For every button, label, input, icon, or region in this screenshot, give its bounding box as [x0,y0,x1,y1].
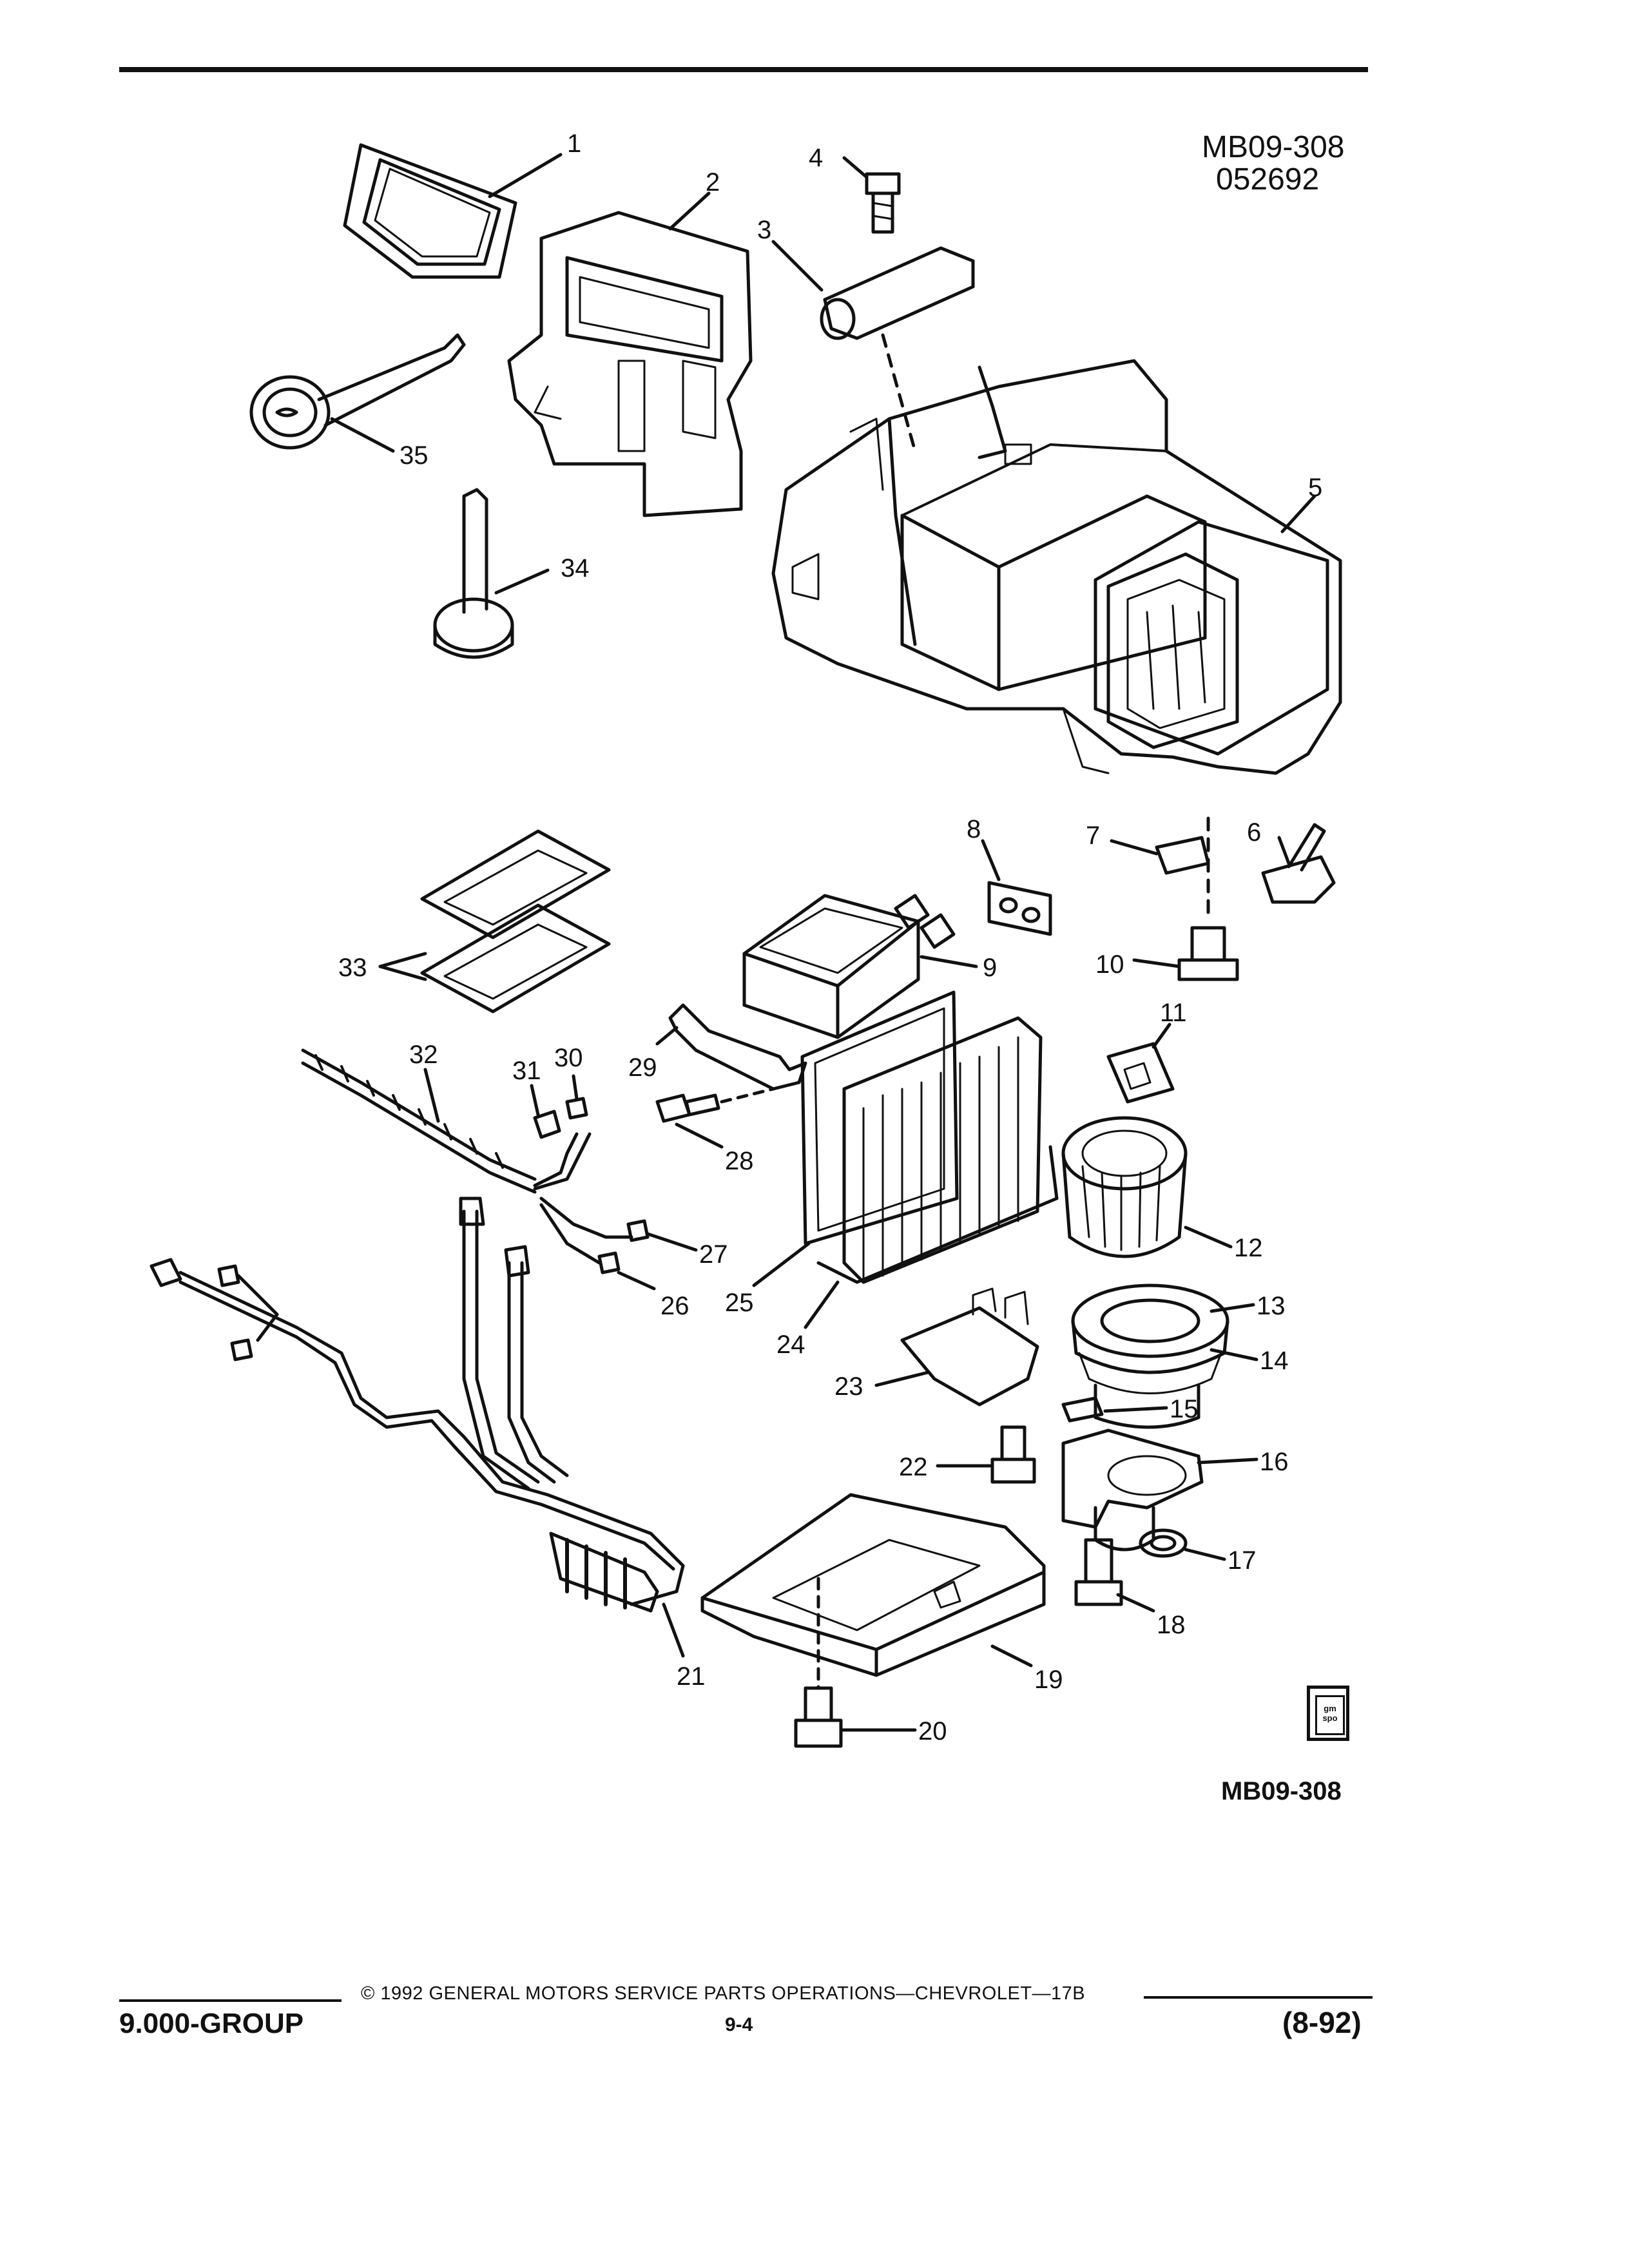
part-6-switch [1261,823,1336,904]
top-rule [119,67,1368,72]
part-23-bracket [874,1287,1039,1407]
part-21-vacuum-harness [149,1196,685,1658]
callout-25: 25 [725,1289,754,1317]
part-15-clip [1061,1396,1168,1423]
reference-code: MB09-308 [1202,130,1345,164]
part-35-actuator [249,333,466,453]
callout-16: 16 [1260,1448,1289,1476]
callout-18: 18 [1157,1611,1186,1639]
part-8-gasket [981,839,1052,936]
callout-6: 6 [1247,818,1261,847]
part-25-evaporator-seal [752,990,959,1287]
part-34-vacuum-actuator [433,488,550,659]
part-5-hvac-case [771,359,1342,775]
part-33-seal-frames [378,829,611,1014]
part-20-screw [794,1577,917,1748]
reference-date: 052692 [1216,162,1320,197]
callout-28: 28 [725,1147,754,1175]
part-13-blower-motor [1071,1283,1255,1374]
part-27-connector [626,1219,698,1252]
callout-12: 12 [1234,1234,1263,1262]
callout-8: 8 [967,815,981,843]
footer-group: 9.000-GROUP [119,2008,304,2039]
callout-14: 14 [1260,1347,1289,1375]
part-4-screw [842,156,917,453]
diagram-reference: MB09-308 052692 [1202,131,1344,196]
callout-10: 10 [1095,950,1124,979]
callout-2: 2 [706,168,720,197]
callout-9: 9 [983,954,997,982]
logo-text-bottom: spo [1322,1713,1338,1723]
callout-1: 1 [567,130,581,158]
callout-17: 17 [1228,1546,1257,1575]
callout-33: 33 [338,954,367,982]
callout-23: 23 [834,1372,863,1401]
callout-15: 15 [1170,1395,1199,1423]
logo-text-top: gm [1324,1704,1336,1713]
callout-34: 34 [561,554,590,582]
part-9-heater-core [742,894,978,1039]
callout-7: 7 [1086,822,1100,850]
callout-labels: 1 2 3 4 5 6 7 8 9 10 11 12 13 14 15 16 1… [338,130,1322,1745]
part-7-connector [1110,816,1210,917]
part-2-case-half [507,191,753,517]
part-1-filter-frame [343,143,563,279]
part-24-evaporator-core [804,1016,1059,1329]
callout-26: 26 [660,1292,689,1320]
callout-11: 11 [1160,999,1187,1027]
callout-27: 27 [699,1240,728,1269]
part-19-lower-case [700,1493,1046,1677]
callout-5: 5 [1308,474,1322,502]
callout-31: 31 [512,1057,541,1085]
part-28-bolt [655,1087,775,1149]
part-30-connector [565,1074,588,1120]
part-10-screw [1132,926,1239,981]
part-14-motor-flange [1078,1348,1258,1429]
part-11-bracket [1106,1023,1175,1104]
callout-4: 4 [809,144,823,172]
part-32-wire-harness [301,1048,633,1265]
callout-24: 24 [776,1331,805,1359]
part-17-grommet [1139,1528,1226,1561]
callout-20: 20 [918,1717,947,1745]
callout-29: 29 [628,1053,657,1082]
part-18-screw [1074,1538,1155,1613]
part-3-blower-resistor [771,240,975,340]
part-26-connector [597,1251,656,1291]
footer-copyright: © 1992 GENERAL MOTORS SERVICE PARTS OPER… [361,1983,1086,2004]
callout-13: 13 [1257,1292,1286,1320]
callout-32: 32 [409,1041,438,1069]
footer-rule-left [119,1999,342,2002]
callout-21: 21 [677,1662,706,1691]
callout-3: 3 [757,216,771,244]
footer-date: (8-92) [1282,2006,1362,2039]
part-22-screw [936,1425,1036,1484]
callout-22: 22 [899,1453,928,1481]
footer-page-number: 9-4 [725,2014,753,2035]
footer-rule-right [1144,1996,1373,1999]
figure-reference: MB09-308 [1221,1777,1342,1805]
callout-35: 35 [400,441,429,470]
callout-19: 19 [1034,1666,1063,1694]
part-12-blower-wheel [1061,1116,1233,1258]
callout-30: 30 [554,1044,583,1072]
part-31-connector [530,1084,561,1139]
gm-spo-logo: gm spo [1307,1686,1349,1741]
part-29-bracket [655,1003,807,1091]
